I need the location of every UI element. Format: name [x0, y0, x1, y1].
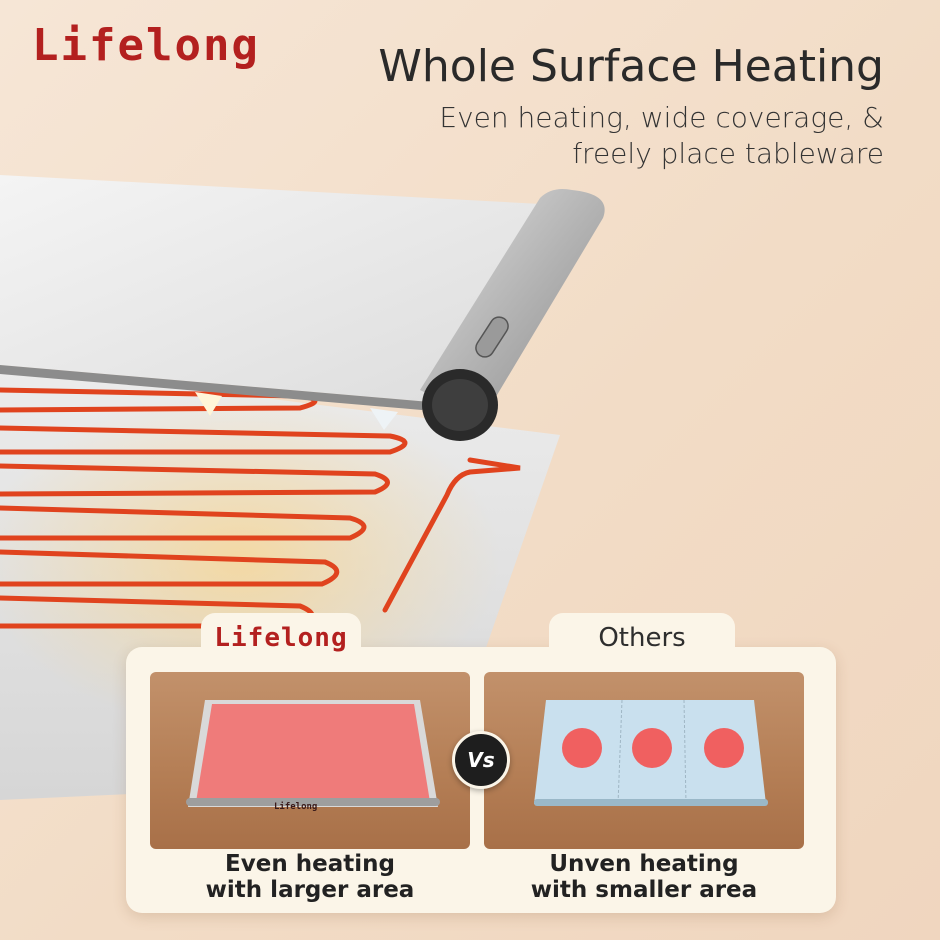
lifelong-caption: Even heating with larger area [150, 851, 470, 903]
heat-spot-3 [704, 728, 744, 768]
subtitle-line-1: Even heating, wide coverage, & [439, 101, 884, 134]
others-mat-photo [484, 672, 804, 849]
comparison-card: Lifelong Others Lifelong Vs Even heating… [126, 613, 836, 913]
tab-others-label: Others [598, 623, 686, 653]
heat-spot-1 [562, 728, 602, 768]
mat-brand-logo: Lifelong [274, 802, 318, 812]
heat-spot-2 [632, 728, 672, 768]
lifelong-caption-line-1: Even heating [225, 851, 395, 877]
mat-rolled-sheet [0, 175, 560, 402]
tab-lifelong: Lifelong [201, 613, 361, 663]
headline: Whole Surface Heating Even heating, wide… [378, 40, 884, 172]
others-caption-line-1: Unven heating [549, 851, 739, 877]
vs-badge-icon: Vs [452, 731, 510, 789]
others-caption-line-2: with smaller area [530, 877, 758, 903]
brand-logo: Lifelong [32, 20, 260, 71]
tab-brand-logo: Lifelong [214, 623, 348, 653]
others-caption: Unven heating with smaller area [484, 851, 804, 903]
subtitle-line-2: freely place tableware [572, 137, 884, 170]
lifelong-mat-photo: Lifelong [150, 672, 470, 849]
roller-rod [420, 189, 605, 441]
page-title: Whole Surface Heating [378, 41, 884, 92]
tab-others: Others [549, 613, 735, 663]
lifelong-caption-line-2: with larger area [205, 877, 415, 903]
power-button-icon [475, 316, 509, 358]
